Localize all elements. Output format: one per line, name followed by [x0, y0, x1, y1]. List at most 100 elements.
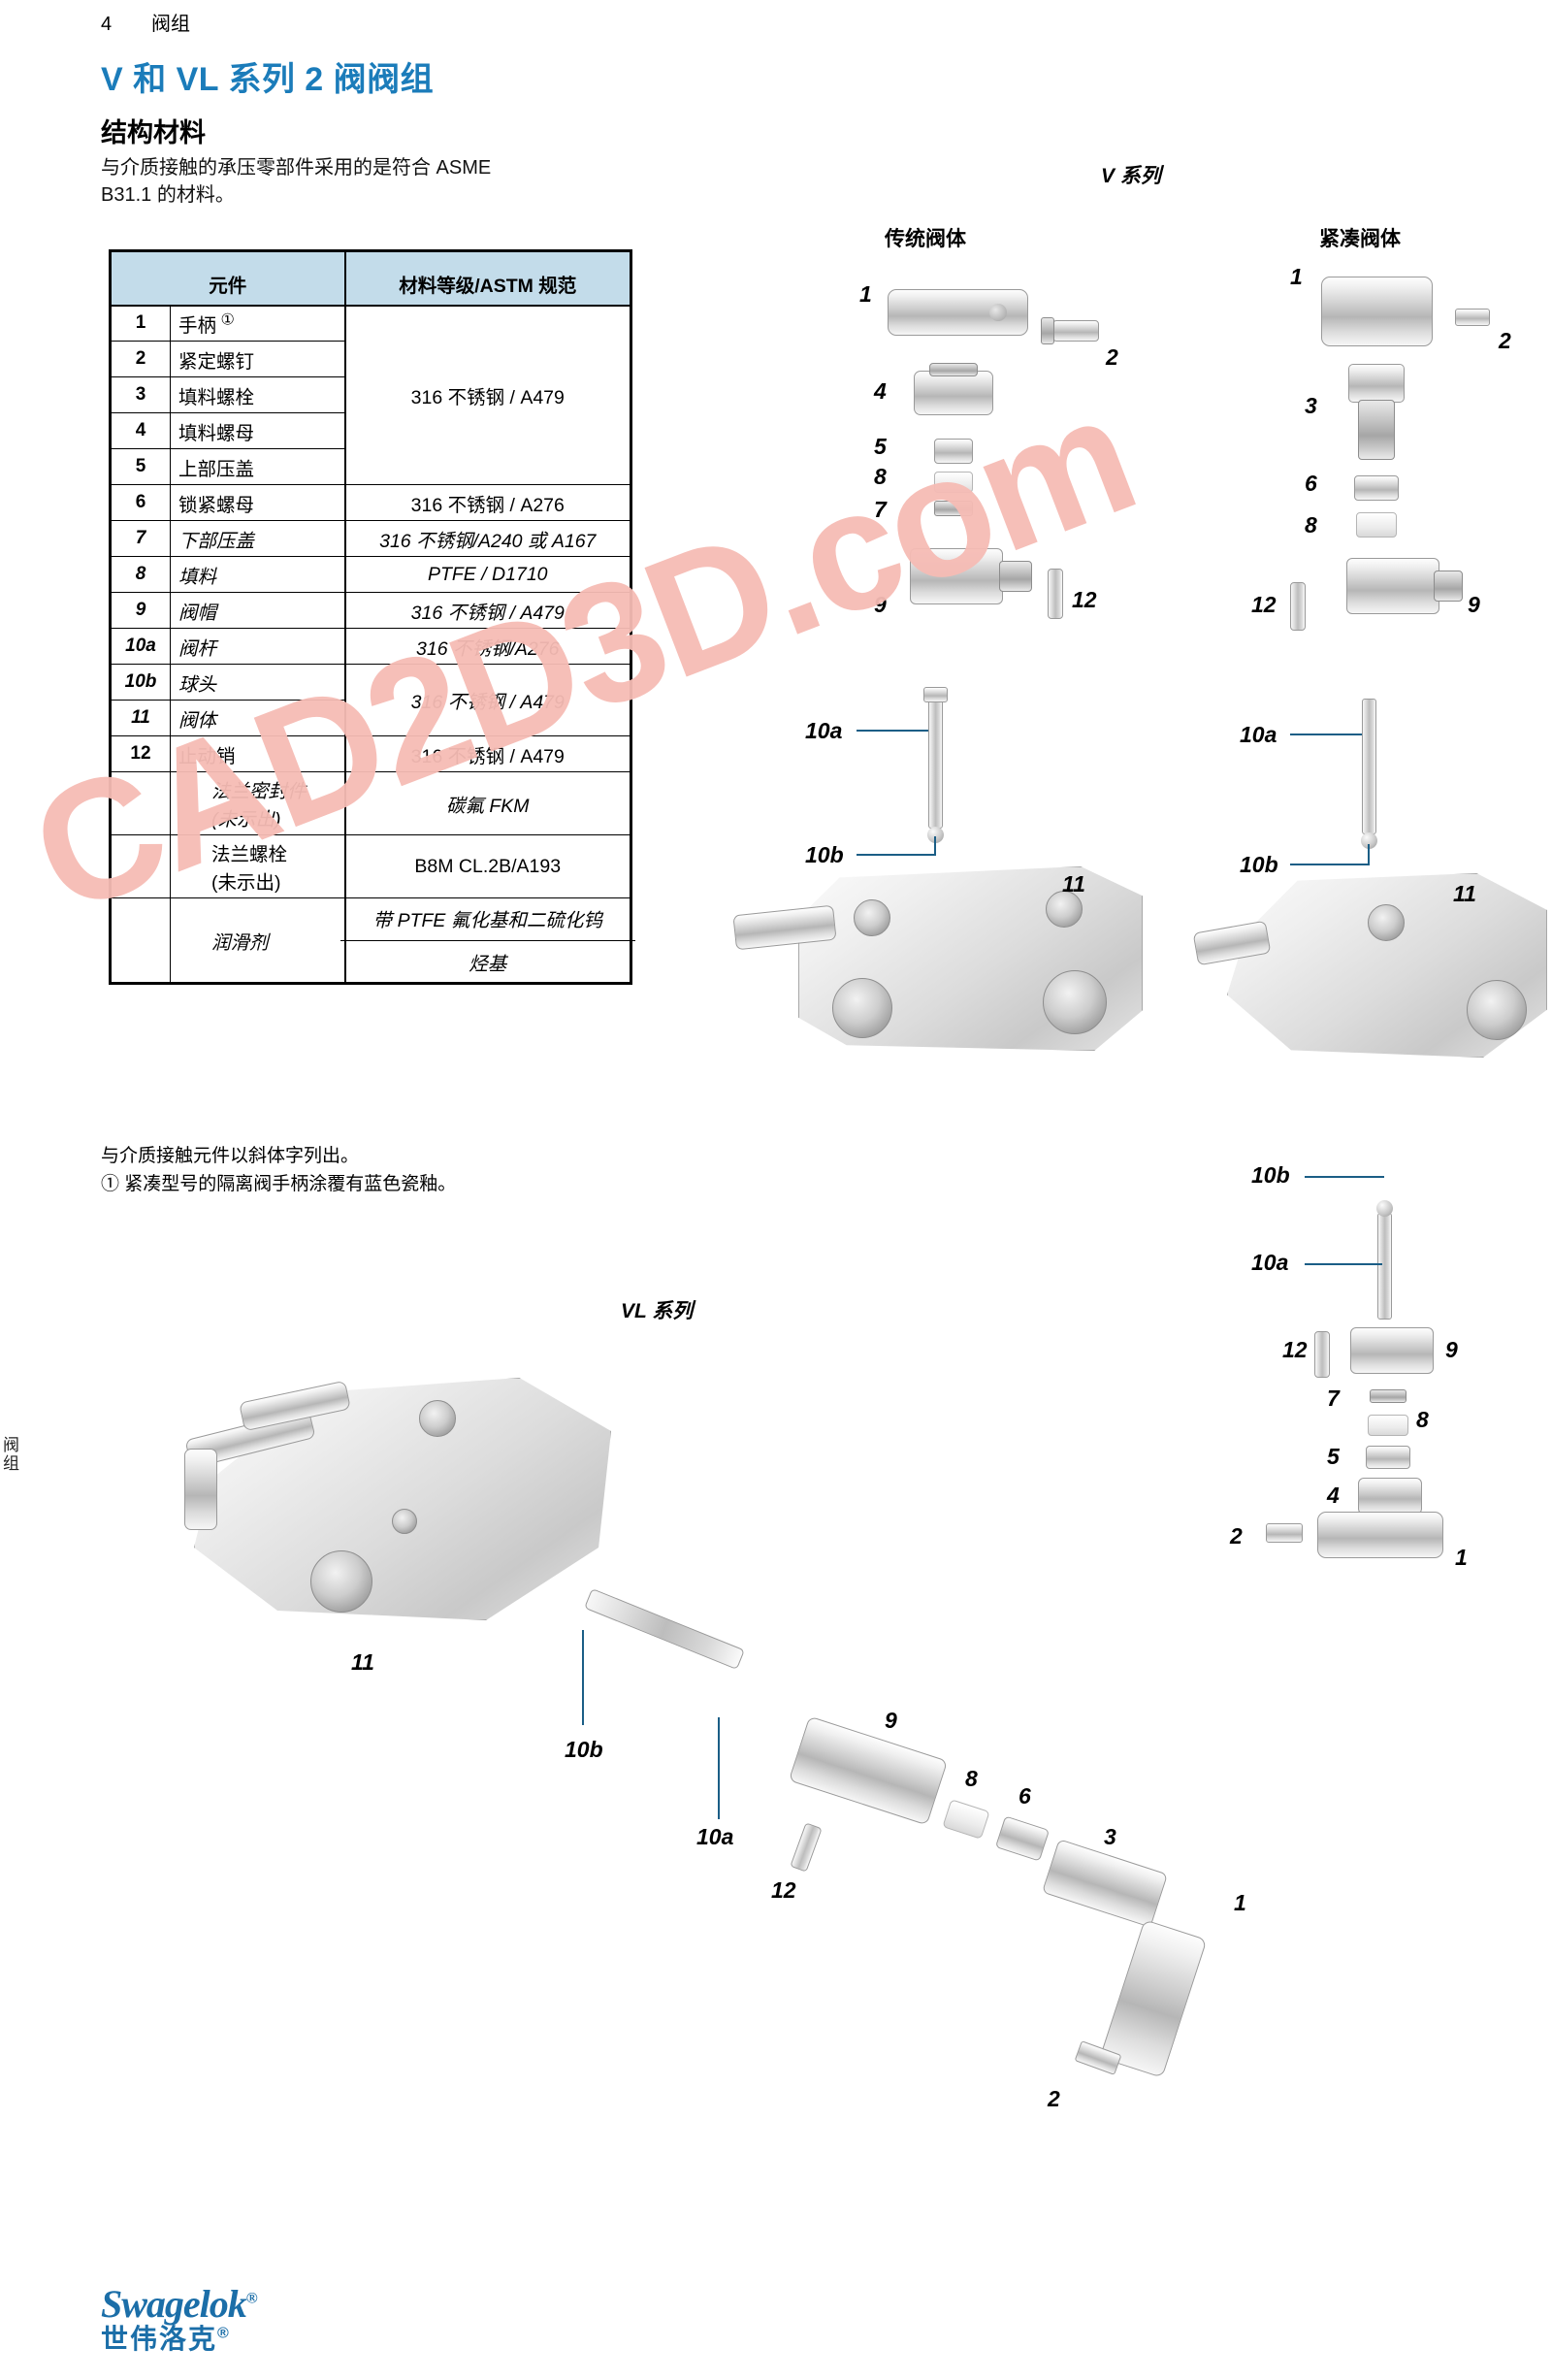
callout-8-vl: 8 [965, 1766, 978, 1791]
callout-2-vl: 2 [1048, 2086, 1060, 2111]
part-handle-lower-v-compact [1317, 1512, 1443, 1558]
row-item-number: 3 [110, 376, 171, 413]
row-material-spec-primary: 带 PTFE 氟化基和二硫化钨 [372, 910, 602, 931]
row-item-number [110, 834, 171, 898]
leader-line-10b-v-compact [1290, 864, 1370, 865]
part-set-screw-v-conv [1052, 320, 1099, 342]
part-handle-hole-v-conv [989, 304, 1007, 321]
table-header-row: 元件 材料等级/ASTM 规范 [110, 250, 631, 307]
callout-9-v-compact: 9 [1468, 592, 1480, 617]
callout-1-lower-v-compact: 1 [1455, 1545, 1468, 1570]
brand-logo-en-text: Swagelok [101, 2282, 247, 2326]
table-footnotes: 与介质接触元件以斜体字列出。 ① 紧凑型号的隔离阀手柄涂覆有蓝色瓷釉。 [101, 1143, 456, 1198]
part-lock-nut-v-compact [1354, 475, 1399, 501]
part-handle-v-conv [888, 289, 1028, 336]
table-row: 润滑剂带 PTFE 氟化基和二硫化钨烃基 [110, 897, 635, 984]
footnote-1: ① 紧凑型号的隔离阀手柄涂覆有蓝色瓷釉。 [101, 1173, 457, 1194]
row-material-spec: 316 不锈钢 / A479 [343, 735, 631, 772]
footnote-italic-note: 与介质接触元件以斜体字列出。 [101, 1146, 360, 1166]
row-material-spec: B8M CL.2B/A193 [343, 834, 631, 898]
section-heading: 结构材料 [101, 118, 206, 147]
brand-logo-en: Swagelok® [101, 2282, 258, 2326]
port-a-v-compact [1467, 980, 1527, 1040]
table-row: 法兰螺栓(未示出)B8M CL.2B/A193 [110, 834, 631, 898]
intro-paragraph: 与介质接触的承压零部件采用的是符合 ASME B31.1 的材料。 [101, 157, 492, 206]
row-component-name: 法兰密封件(未示出) [170, 771, 345, 835]
row-item-number: 2 [110, 341, 171, 377]
row-component-name: 上部压盖 [170, 448, 345, 485]
row-material-spec: PTFE / D1710 [343, 556, 631, 593]
callout-12-vl: 12 [771, 1877, 796, 1903]
row-item-number: 8 [110, 556, 171, 593]
row-material-spec: 316 不锈钢 / A479 [343, 592, 631, 629]
callout-10a-vl: 10a [696, 1824, 734, 1849]
diagram-label-conventional-body: 传统阀体 [885, 228, 966, 250]
row-material-spec: 316 不锈钢 / A479 [343, 305, 631, 485]
row-item-number: 10a [110, 628, 171, 665]
row-item-number: 10b [110, 664, 171, 701]
row-material-spec-secondary: 烃基 [469, 954, 507, 975]
part-upper-gland-lower-v-compact [1366, 1446, 1410, 1469]
row-item-number: 7 [110, 520, 171, 557]
part-packing-bolt-vl [1041, 1839, 1169, 1928]
part-set-screw-lower-v-compact [1266, 1523, 1303, 1543]
diagram-label-compact-body: 紧凑阀体 [1319, 228, 1401, 250]
row-item-number: 5 [110, 448, 171, 485]
row-component-name: 填料螺母 [170, 412, 345, 449]
part-stop-pin-v-compact [1290, 582, 1306, 631]
callout-6-vl: 6 [1018, 1783, 1031, 1809]
material-divider [340, 940, 635, 941]
callout-2-v-compact: 2 [1499, 328, 1511, 353]
part-stop-pin-vl [790, 1822, 823, 1873]
row-item-number [110, 897, 171, 984]
callout-1-v-conv: 1 [859, 281, 872, 307]
footnote-marker: ① [216, 311, 235, 329]
table-row: 法兰密封件(未示出)碳氟 FKM [110, 771, 631, 835]
callout-6-v-compact: 6 [1305, 471, 1317, 496]
part-handle-b-vl [184, 1449, 217, 1530]
registered-mark-cn: ® [217, 2325, 231, 2342]
row-component-name: 紧定螺钉 [170, 341, 345, 377]
row-component-name: 锁紧螺母 [170, 484, 345, 521]
row-item-number: 9 [110, 592, 171, 629]
row-item-number: 11 [110, 700, 171, 736]
part-packing-nut-lower-v-compact [1358, 1478, 1422, 1515]
part-handle-vl [1099, 1919, 1208, 2078]
callout-1-vl: 1 [1234, 1890, 1246, 1915]
diagram-title-v-series: V 系列 [1101, 165, 1161, 187]
row-component-name: 填料螺栓 [170, 376, 345, 413]
callout-11-v-compact: 11 [1453, 881, 1476, 906]
row-component-name: 下部压盖 [170, 520, 345, 557]
part-set-screw-v-compact [1455, 309, 1490, 326]
part-lock-nut-vl [994, 1815, 1051, 1862]
row-component-name: 止动销 [170, 735, 345, 772]
row-component-name: 阀帽 [170, 592, 345, 629]
row-item-number: 6 [110, 484, 171, 521]
row-component-name: 手柄 ① [170, 305, 345, 342]
row-material-spec: 带 PTFE 氟化基和二硫化钨烃基 [340, 897, 635, 984]
callout-9-vl: 9 [885, 1708, 897, 1733]
callout-3-v-compact: 3 [1305, 393, 1317, 418]
page-number: 4 [101, 14, 113, 35]
part-ball-tip-v-compact [1361, 832, 1377, 849]
part-bonnet-thread-v-compact [1434, 571, 1463, 602]
page-title: V 和 VL 系列 2 阀阀组 [101, 61, 435, 98]
part-packing-v-compact [1356, 512, 1397, 538]
port-top-v-compact [1368, 904, 1405, 941]
callout-8-v-compact: 8 [1305, 512, 1317, 538]
callout-3-vl: 3 [1104, 1824, 1116, 1849]
part-packing-nut-top-v-conv [929, 363, 978, 376]
part-packing-bolt-shank-v-compact [1358, 400, 1395, 460]
column-header-component: 元件 [110, 250, 346, 307]
